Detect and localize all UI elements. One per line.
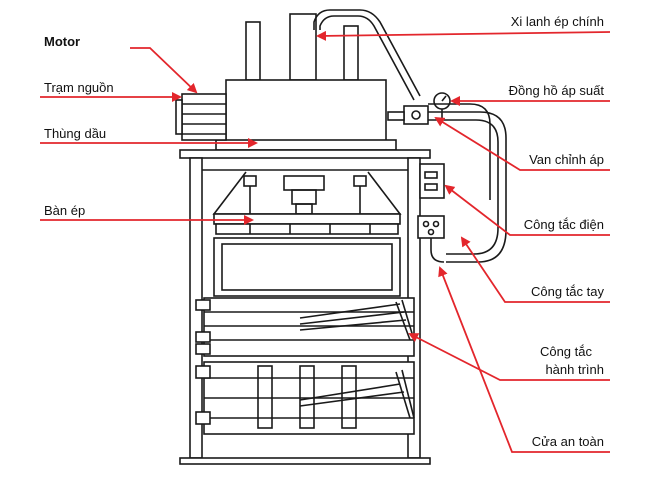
text-labels: Motor Trạm nguồn Thùng dầu Bàn ép Xi lan… xyxy=(44,14,604,449)
label-limit-switch-line1: Công tắc xyxy=(540,344,593,359)
hydraulic-hose-right xyxy=(428,103,507,263)
leader-motor xyxy=(130,47,198,94)
power-unit xyxy=(215,79,397,151)
label-safety-door: Cửa an toàn xyxy=(532,434,604,449)
leader-limit-switch xyxy=(408,333,610,381)
leader-hand-switch xyxy=(460,236,610,303)
motor-body xyxy=(175,93,227,141)
leader-lines xyxy=(40,30,611,453)
label-hand-switch: Công tắc tay xyxy=(531,284,604,299)
label-limit-switch-line2: hành trình xyxy=(545,362,604,377)
leader-pressure-valve xyxy=(434,116,610,171)
main-cylinders xyxy=(245,13,359,81)
lower-door xyxy=(195,361,415,435)
machine-drawing xyxy=(175,9,507,465)
label-press-plate: Bàn ép xyxy=(44,203,85,218)
hydraulic-pipe-top xyxy=(313,9,421,101)
press-plate xyxy=(213,213,401,235)
leader-safety-door xyxy=(438,266,610,453)
press-head xyxy=(212,171,402,215)
hand-switch-box xyxy=(417,215,445,263)
pressure-gauge xyxy=(433,92,451,118)
leader-main-cylinder xyxy=(316,30,611,41)
label-pressure-gauge: Đồng hồ áp suất xyxy=(509,83,605,98)
label-electric-switch: Công tắc điện xyxy=(524,217,604,232)
bale-chamber xyxy=(213,237,401,297)
label-main-cylinder: Xi lanh ép chính xyxy=(511,14,604,29)
electric-cabinet xyxy=(419,163,445,199)
label-power-station: Trạm nguồn xyxy=(44,80,114,95)
label-motor: Motor xyxy=(44,34,80,49)
label-oil-tank: Thùng dầu xyxy=(44,126,106,141)
label-pressure-valve: Van chỉnh áp xyxy=(529,152,604,167)
upper-door xyxy=(195,297,415,357)
pressure-valve xyxy=(387,105,429,125)
leader-electric-switch xyxy=(444,184,610,236)
